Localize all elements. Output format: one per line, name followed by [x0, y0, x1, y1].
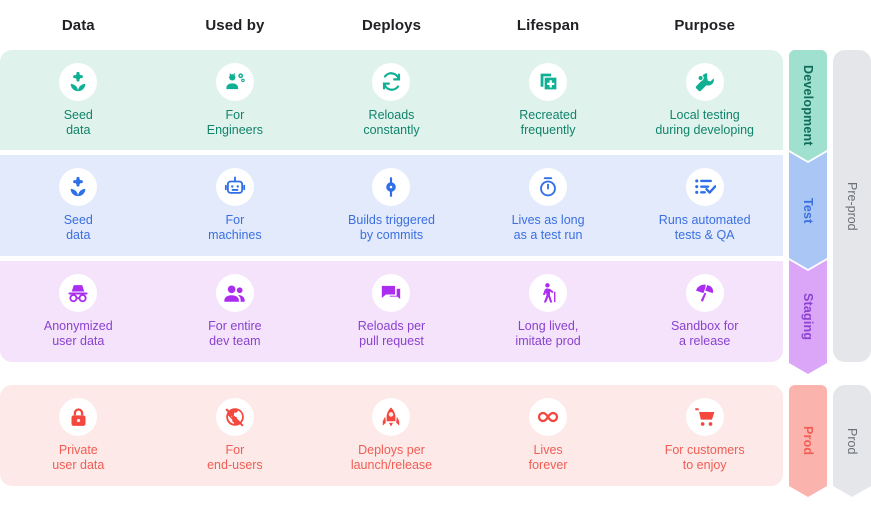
comment-chat-icon: [372, 274, 411, 312]
cell-label: Local testing during developing: [655, 107, 755, 137]
cell-development-deploys: Reloads constantly: [313, 50, 470, 150]
incognito-icon: [59, 274, 98, 312]
cell-label: Sandbox for a release: [670, 319, 739, 348]
group-bar-prod[interactable]: Prod: [833, 385, 871, 497]
environment-row-prod: Private user data For end-users: [0, 385, 783, 486]
cell-staging-data: Anonymized user data: [0, 261, 157, 362]
cell-test-lifespan: Lives as long as a test run: [470, 155, 627, 256]
cell-label: For end-users: [207, 443, 263, 472]
cell-test-used-by: For machines: [157, 155, 314, 256]
cell-label: Long lived, imitate prod: [515, 319, 581, 348]
column-header-lifespan: Lifespan: [516, 16, 580, 34]
robot-icon: [215, 168, 254, 206]
cell-label: For customers to enjoy: [664, 443, 745, 472]
cell-staging-purpose: Sandbox for a release: [626, 261, 783, 362]
group-label: Pre-prod: [845, 181, 859, 231]
stage-label: Staging: [801, 293, 815, 341]
stopwatch-icon: [529, 168, 568, 206]
rocket-launch-icon: [372, 398, 411, 436]
cell-label: Lives as long as a test run: [511, 213, 585, 242]
cell-prod-data: Private user data: [0, 385, 157, 486]
stage-label: Prod: [801, 426, 815, 456]
cell-label: Reloads per pull request: [357, 319, 426, 348]
checklist-icon: [685, 168, 724, 206]
people-group-icon: [215, 274, 254, 312]
cell-label: Private user data: [52, 443, 105, 472]
column-header-purpose: Purpose: [674, 16, 736, 34]
cell-prod-deploys: Deploys per launch/release: [313, 385, 470, 486]
cell-label: Deploys per launch/release: [350, 443, 433, 472]
cell-development-data: Seed data: [0, 50, 157, 150]
shopping-cart-icon: [685, 398, 724, 436]
engineer-person-gear-icon: [215, 62, 254, 101]
stage-label: Test: [801, 197, 815, 224]
cell-prod-purpose: For customers to enjoy: [626, 385, 783, 486]
cell-label: Builds triggered by commits: [348, 213, 435, 242]
cell-staging-used-by: For entire dev team: [157, 261, 314, 362]
cell-label: Runs automated tests & QA: [658, 213, 751, 242]
infinity-icon: [529, 398, 568, 436]
walking-person-icon: [529, 274, 568, 312]
cell-staging-lifespan: Long lived, imitate prod: [470, 261, 627, 362]
environment-row-development: Seed data For Engineers: [0, 50, 783, 150]
cell-label: Reloads constantly: [363, 107, 420, 137]
wrench-icon: [685, 62, 724, 101]
cell-label: For entire dev team: [208, 319, 262, 348]
cell-development-purpose: Local testing during developing: [626, 50, 783, 150]
lock-icon: [59, 398, 98, 436]
beach-umbrella-icon: [685, 274, 724, 312]
refresh-loop-icon: [372, 62, 411, 101]
cell-test-deploys: Builds triggered by commits: [313, 155, 470, 256]
environment-row-test: Seed data For machines: [0, 155, 783, 256]
stage-bar-prod[interactable]: Prod: [789, 385, 827, 497]
stage-bar-test[interactable]: Test: [789, 152, 827, 269]
cell-label: Recreated frequently: [519, 107, 577, 137]
copy-add-icon: [529, 62, 568, 101]
cell-development-used-by: For Engineers: [157, 50, 314, 150]
cell-prod-lifespan: Lives forever: [470, 385, 627, 486]
public-globe-off-icon: [215, 398, 254, 436]
seed-flower-icon: [59, 62, 98, 101]
cell-label: For machines: [208, 213, 262, 242]
column-header-data: Data: [61, 16, 95, 34]
column-header-row: Data Used by Deploys Lifespan Purpose: [0, 0, 783, 50]
cell-label: Lives forever: [528, 443, 568, 472]
cell-prod-used-by: For end-users: [157, 385, 314, 486]
cell-label: Seed data: [63, 213, 93, 242]
stage-label: Development: [801, 65, 815, 146]
commit-node-icon: [372, 168, 411, 206]
group-bar-pre-prod[interactable]: Pre-prod: [833, 50, 871, 362]
cell-development-lifespan: Recreated frequently: [470, 50, 627, 150]
cell-label: Anonymized user data: [43, 319, 113, 348]
stage-bar-development[interactable]: Development: [789, 50, 827, 161]
cell-test-purpose: Runs automated tests & QA: [626, 155, 783, 256]
cell-staging-deploys: Reloads per pull request: [313, 261, 470, 362]
column-header-used-by: Used by: [205, 16, 265, 34]
stage-bar-staging[interactable]: Staging: [789, 260, 827, 374]
seed-flower-icon: [59, 168, 98, 206]
group-label: Prod: [845, 427, 859, 455]
cell-label: For Engineers: [206, 107, 264, 137]
environment-row-staging: Anonymized user data For entire dev team: [0, 261, 783, 362]
cell-label: Seed data: [63, 107, 93, 137]
cell-test-data: Seed data: [0, 155, 157, 256]
column-header-deploys: Deploys: [361, 16, 422, 34]
